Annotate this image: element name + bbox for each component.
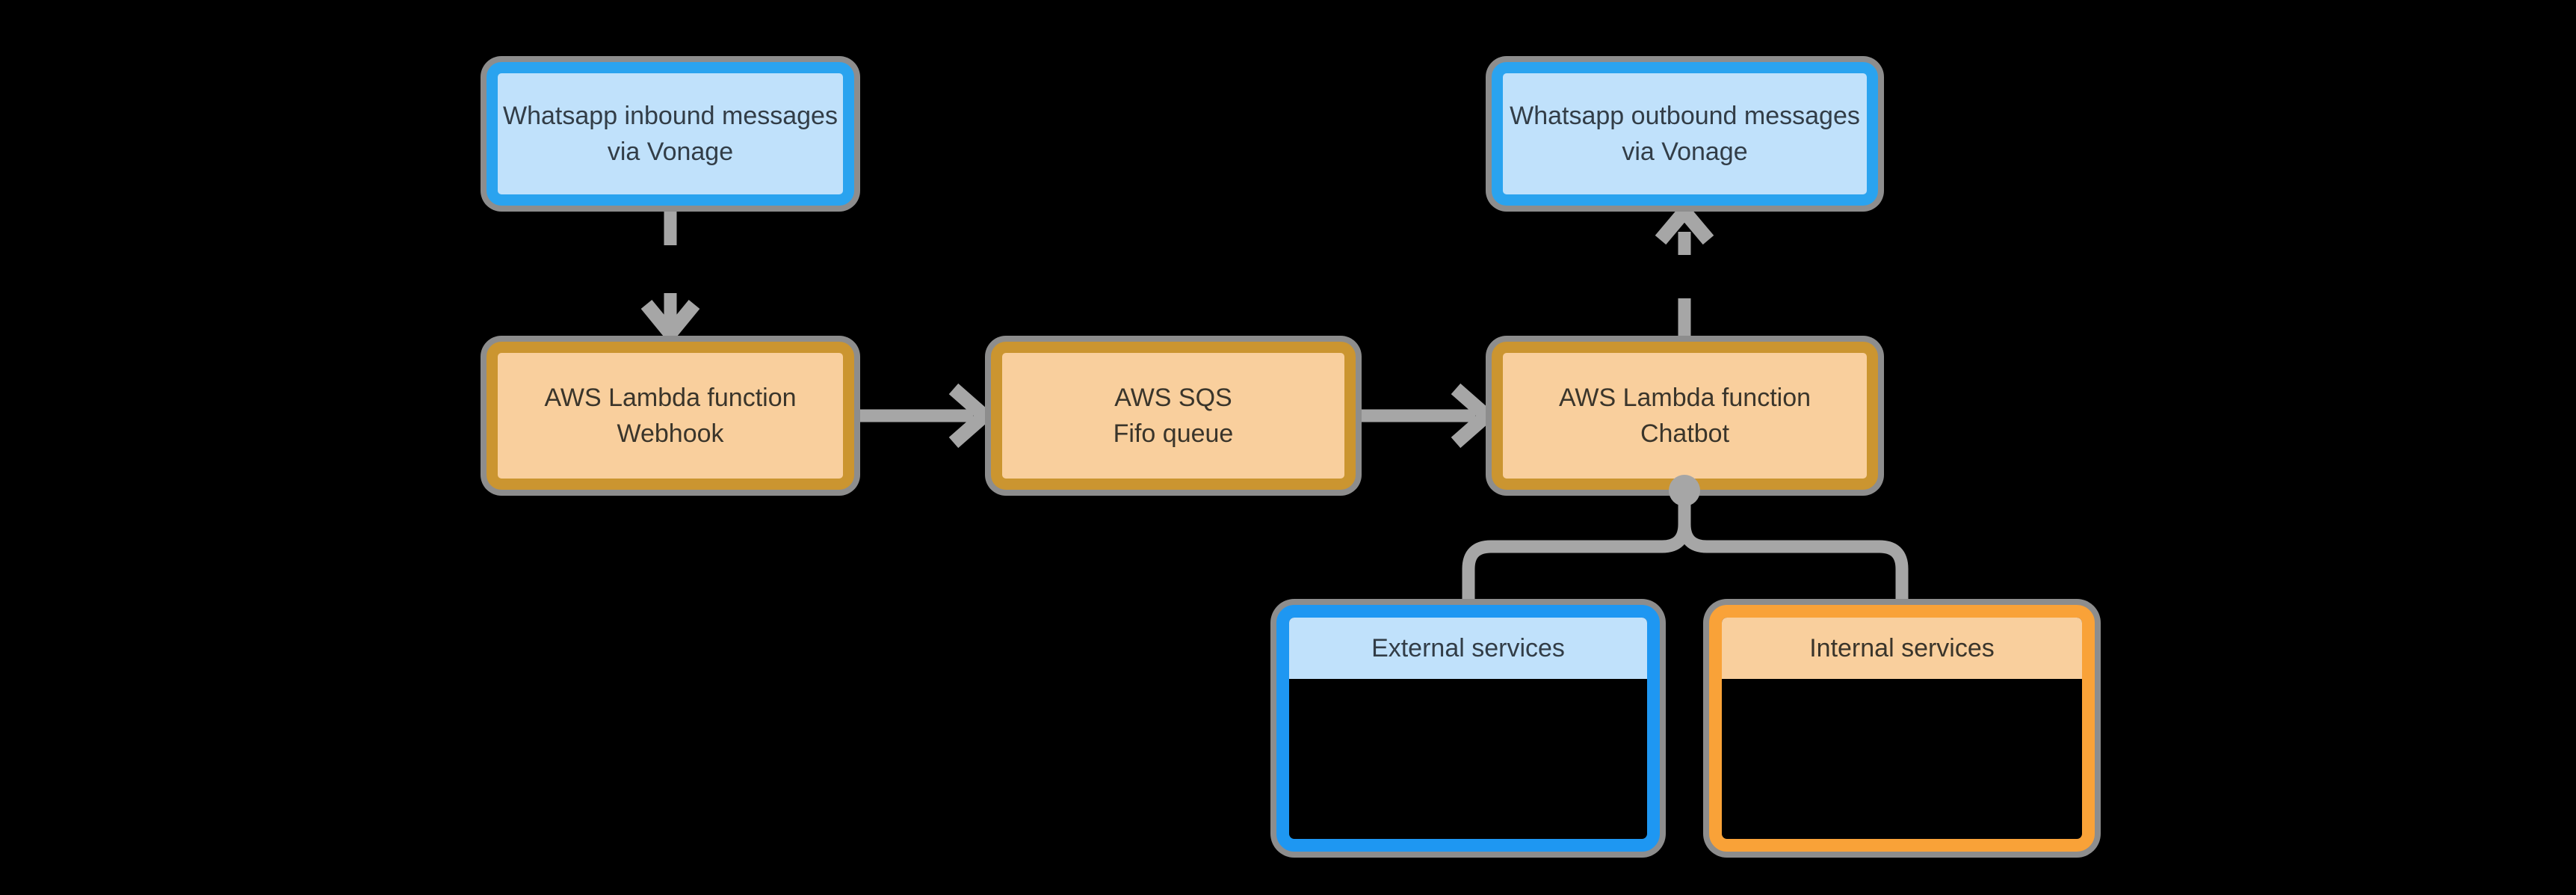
branch-chatbot-to-services <box>1462 502 1909 607</box>
container-title: Internal services <box>1809 633 1995 662</box>
node-label-line: AWS SQS <box>1114 384 1232 412</box>
node-whatsapp-inbound[interactable]: Whatsapp inbound messages via Vonage <box>487 62 854 206</box>
node-label-line: Chatbot <box>1640 419 1730 448</box>
arrow-webhook-to-sqs <box>856 383 995 449</box>
container-internal-services[interactable]: Internal services <box>1709 605 2095 852</box>
node-lambda-chatbot[interactable]: AWS Lambda function Chatbot <box>1492 342 1878 490</box>
node-label-line: via Vonage <box>1622 138 1748 166</box>
node-whatsapp-outbound[interactable]: Whatsapp outbound messages via Vonage <box>1492 62 1878 206</box>
node-sqs-fifo-queue[interactable]: AWS SQS Fifo queue <box>991 342 1356 490</box>
node-label-line: Webhook <box>617 419 724 448</box>
container-title: External services <box>1371 633 1565 662</box>
internal-services-header: Internal services <box>1722 618 2082 679</box>
node-label-line: Fifo queue <box>1113 419 1234 448</box>
arrow-chatbot-to-outbound <box>1655 200 1714 340</box>
node-label-line: Whatsapp outbound messages <box>1510 102 1860 130</box>
node-lambda-webhook[interactable]: AWS Lambda function Webhook <box>487 342 854 490</box>
node-label-line: via Vonage <box>607 138 734 166</box>
arrow-inbound-to-webhook <box>640 207 700 345</box>
arrow-sqs-to-chatbot <box>1357 383 1498 449</box>
node-label-line: Whatsapp inbound messages <box>503 102 838 130</box>
container-external-services[interactable]: External services <box>1276 605 1660 852</box>
node-label-line: AWS Lambda function <box>544 384 797 412</box>
node-label-line: AWS Lambda function <box>1558 384 1811 412</box>
external-services-header: External services <box>1289 618 1647 679</box>
